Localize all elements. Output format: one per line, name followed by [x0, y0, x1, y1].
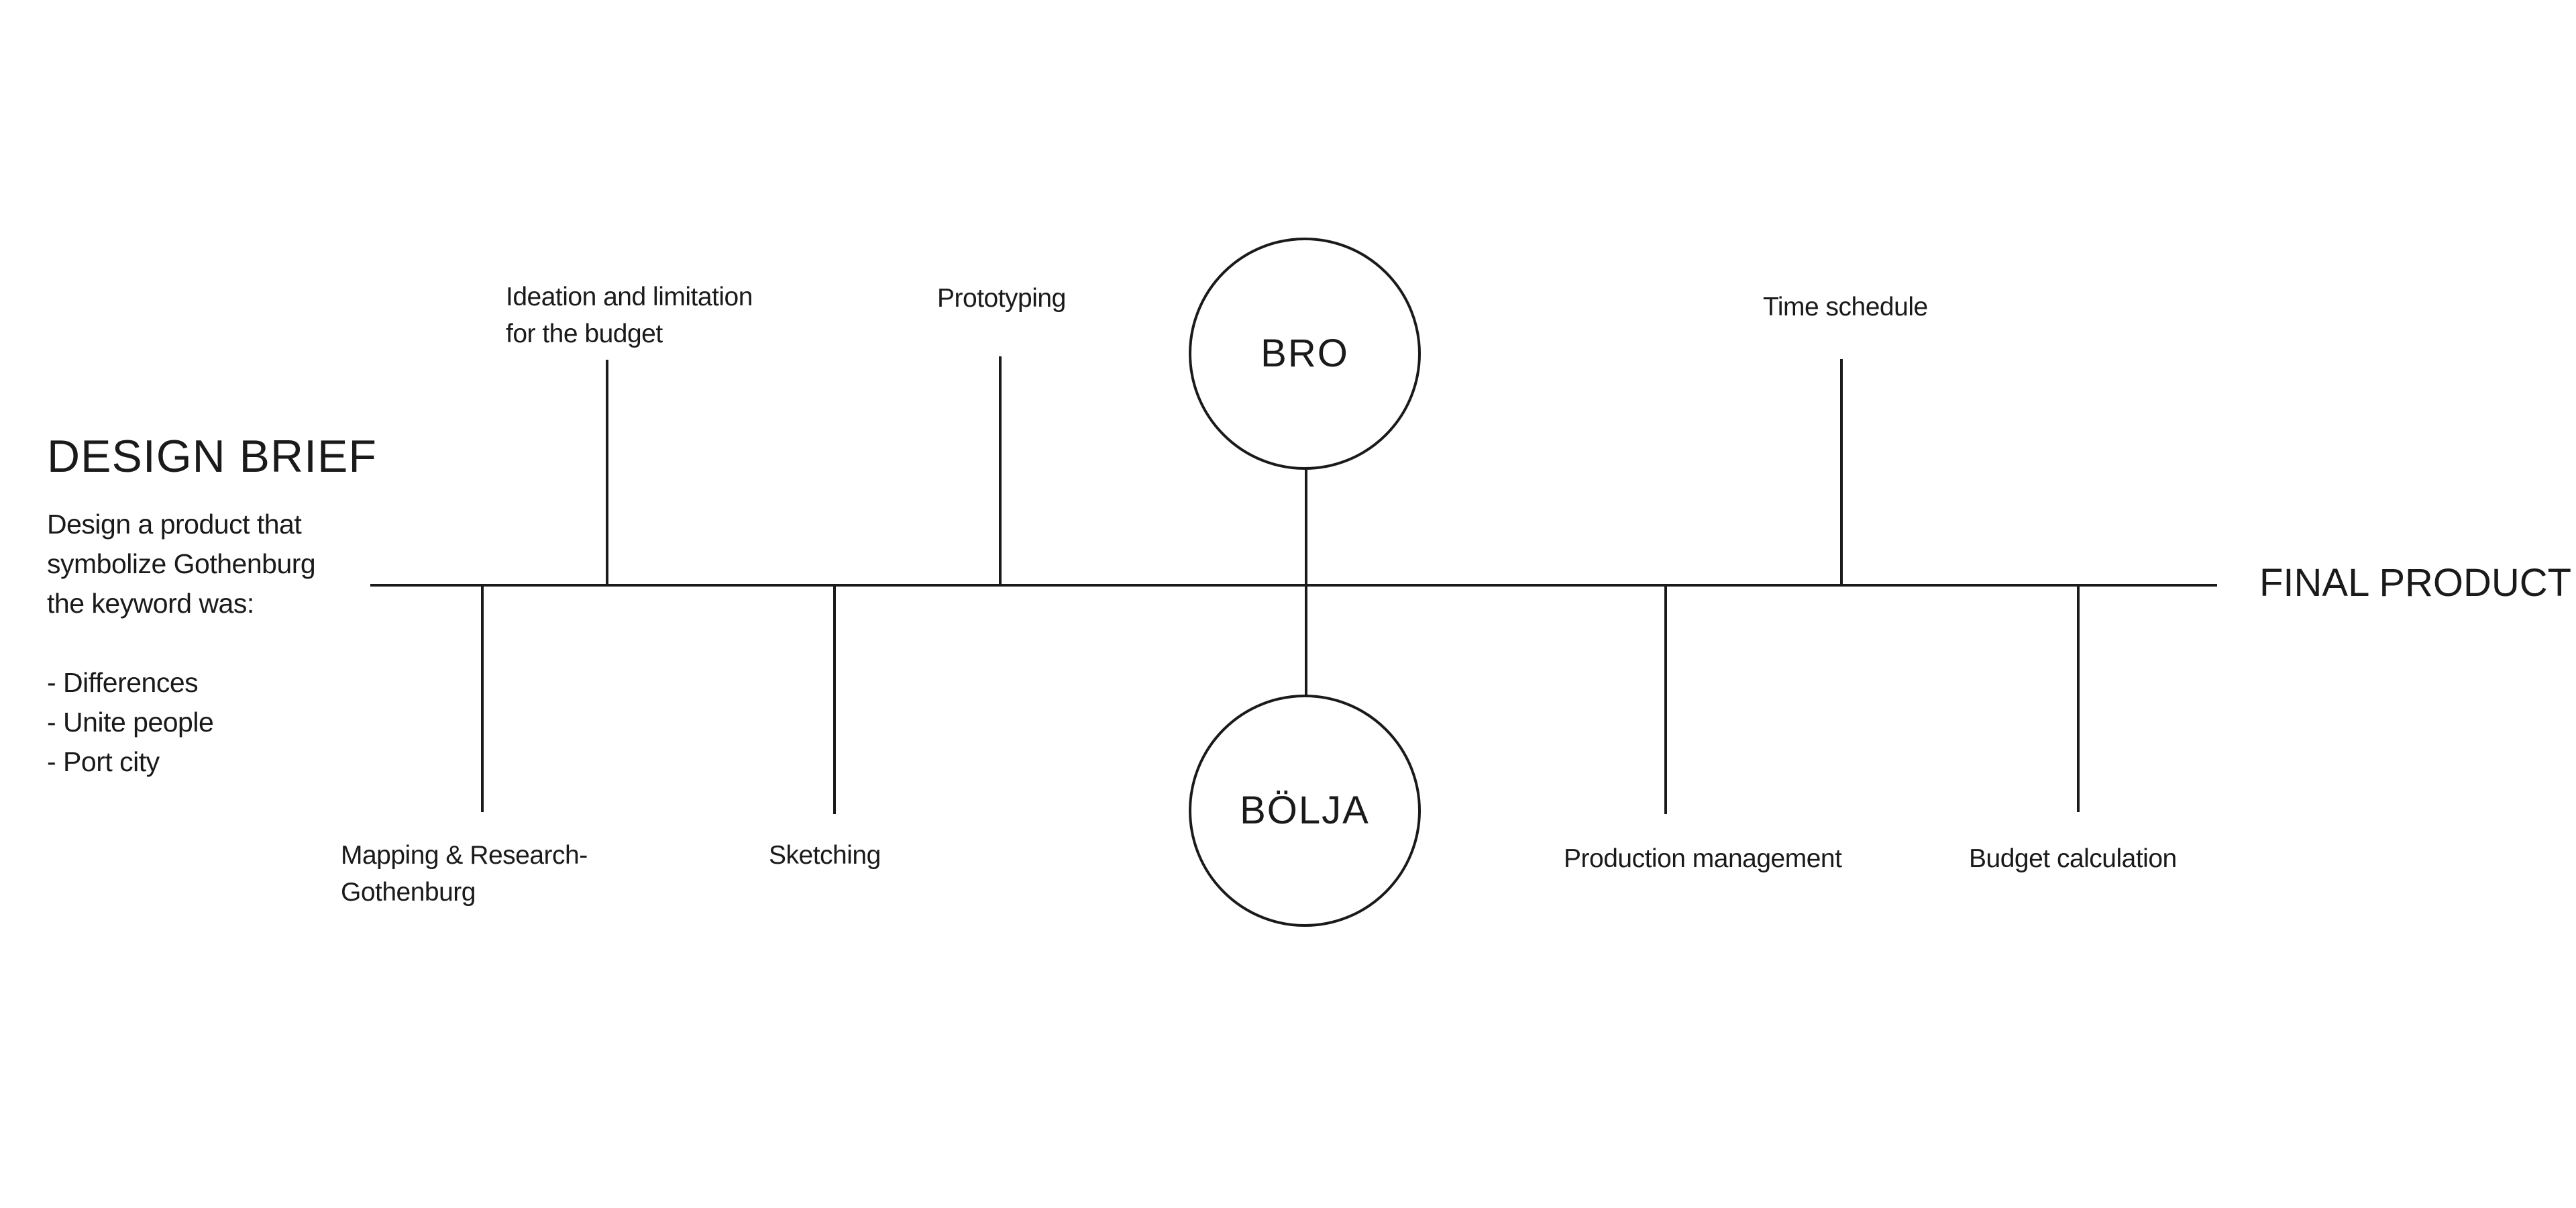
- node-label-bolja: BÖLJA: [1240, 789, 1370, 832]
- step-label-line: Prototyping: [937, 284, 1066, 313]
- node-label-bro: BRO: [1260, 332, 1349, 375]
- step-label-time-schedule: Time schedule: [1763, 289, 1928, 325]
- step-label-sketching: Sketching: [769, 837, 881, 874]
- step-label-line: for the budget: [506, 319, 663, 348]
- step-label-line: Time schedule: [1763, 293, 1928, 321]
- step-label-ideation: Ideation and limitation for the budget: [506, 279, 753, 352]
- design-brief-title: DESIGN BRIEF: [47, 431, 377, 482]
- description-line: the keyword was:: [47, 588, 254, 619]
- step-label-production-management: Production management: [1564, 840, 1842, 877]
- step-label-line: Mapping & Research-: [341, 841, 588, 870]
- description-line: symbolize Gothenburg: [47, 548, 316, 579]
- description-line: Design a product that: [47, 509, 302, 540]
- keyword-item: - Differences: [47, 667, 199, 698]
- step-label-line: Gothenburg: [341, 878, 476, 907]
- keyword-item: - Unite people: [47, 707, 214, 738]
- step-label-line: Budget calculation: [1969, 844, 2177, 873]
- node-circle-bolja: [1189, 695, 1421, 927]
- step-label-prototyping: Prototyping: [937, 280, 1066, 317]
- node-circle-bro: [1189, 238, 1421, 470]
- final-product-label: FINAL PRODUCT: [2259, 561, 2572, 605]
- step-label-line: Ideation and limitation: [506, 283, 753, 311]
- step-label-mapping-research: Mapping & Research- Gothenburg: [341, 837, 588, 911]
- step-label-line: Production management: [1564, 844, 1842, 873]
- keyword-item: - Port city: [47, 746, 160, 777]
- step-label-line: Sketching: [769, 841, 881, 870]
- step-label-budget-calculation: Budget calculation: [1969, 840, 2177, 877]
- design-brief-description: Design a product that symbolize Gothenbu…: [47, 505, 316, 623]
- design-brief-keywords: - Differences - Unite people - Port city: [47, 663, 214, 782]
